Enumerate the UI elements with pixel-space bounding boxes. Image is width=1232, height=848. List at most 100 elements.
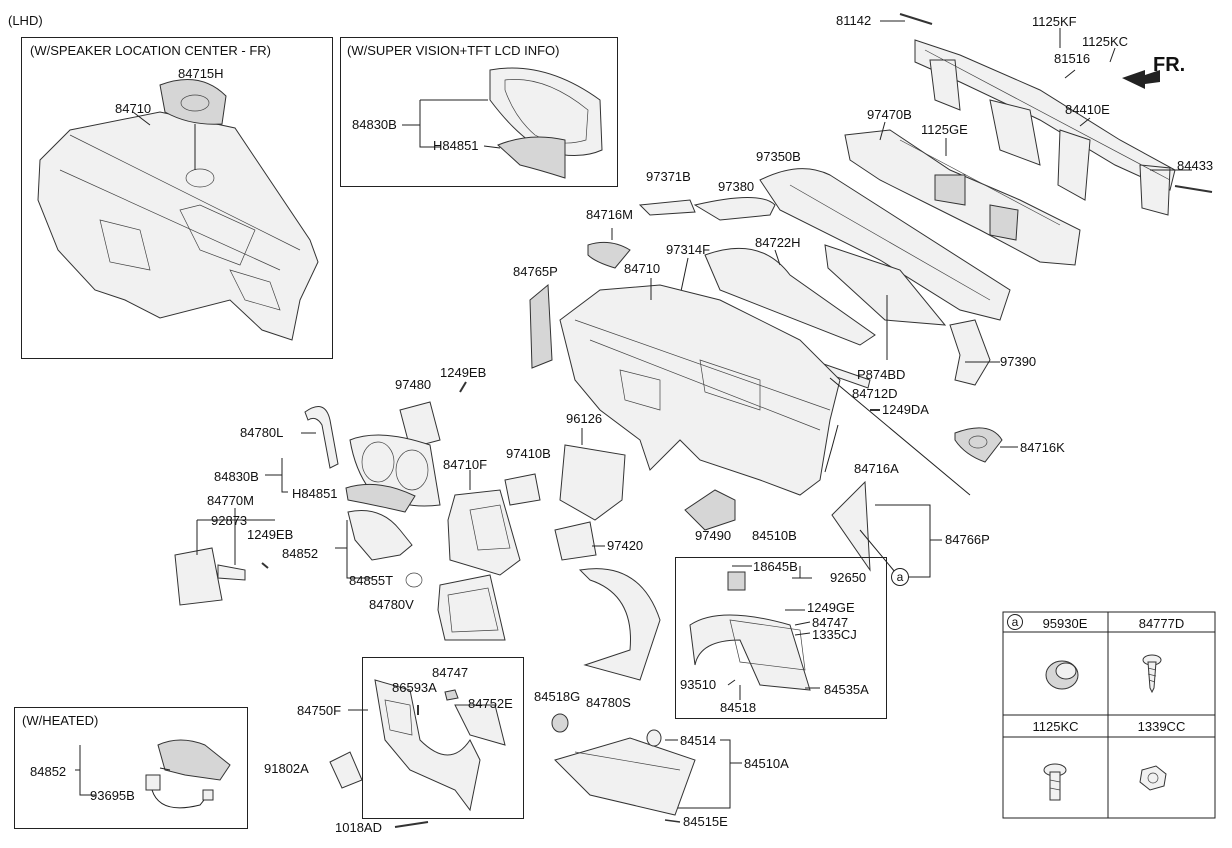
- legend-code: 1339CC: [1137, 719, 1186, 734]
- part-label: 84830B: [214, 469, 259, 484]
- glove-box-housing-84510B: [689, 614, 811, 691]
- part-label: 18645B: [753, 559, 798, 574]
- part-label: 84716A: [854, 461, 899, 476]
- dashboard-panel-speaker-variant: [37, 111, 319, 341]
- part-label: 1249GE: [807, 600, 855, 615]
- speaker-cover-84716M: [587, 241, 631, 269]
- lower-panel-84780V: [437, 574, 506, 641]
- glove-box-subassembly-box: [675, 557, 887, 719]
- part-label: 86593A: [392, 680, 437, 695]
- part-label: 84852: [30, 764, 67, 779]
- part-label: 84514: [680, 733, 717, 748]
- lower-crashpad-84750F: [374, 679, 481, 812]
- part-label: 84747: [432, 665, 469, 680]
- duct-97390: [949, 319, 991, 386]
- vent-97371B: [638, 199, 696, 216]
- side-grille-84765P: [529, 283, 553, 369]
- part-label: 91802A: [264, 761, 309, 776]
- cowl-crossmember: [914, 39, 1176, 216]
- cover-84722H: [704, 247, 876, 346]
- part-label: 84518: [720, 700, 757, 715]
- part-label: 97420: [607, 538, 644, 553]
- part-label: 97350B: [756, 149, 801, 164]
- part-label: 84765P: [513, 264, 558, 279]
- center-fascia-84710F: [447, 489, 521, 576]
- part-label: 97390: [1000, 354, 1037, 369]
- part-label: H84851: [292, 486, 338, 501]
- part-label: 84780L: [240, 425, 284, 440]
- part-label: 84852: [282, 546, 319, 561]
- switch-panel-84770M: [174, 547, 223, 606]
- cluster-trim-H84851: [345, 483, 416, 513]
- main-duct-97350B: [759, 168, 1011, 321]
- part-label: 84752E: [468, 696, 513, 711]
- bracket-84752E: [454, 704, 506, 746]
- legend-marker: a: [1007, 614, 1023, 630]
- bolt-icon: [1043, 763, 1067, 801]
- part-label: 92650: [830, 570, 867, 585]
- part-label: 84710: [115, 101, 152, 116]
- speaker-variant-title: (W/SPEAKER LOCATION CENTER - FR): [30, 43, 271, 58]
- panel-P874BD: [824, 244, 947, 326]
- callout-marker: a: [891, 568, 909, 586]
- defroster-duct: [844, 129, 1081, 266]
- legend-code: 95930E: [1042, 616, 1088, 631]
- side-cover-84766P: [831, 480, 871, 572]
- part-label: P874BD: [857, 367, 906, 382]
- part-label: 97470B: [867, 107, 912, 122]
- part-label: 84510A: [744, 756, 789, 771]
- bumper-84514: [646, 729, 662, 747]
- part-label: 1249EB: [247, 527, 294, 542]
- part-label: 84855T: [349, 573, 394, 588]
- part-label: 84410E: [1065, 102, 1110, 117]
- part-label: 84433: [1177, 158, 1214, 173]
- part-label: 84515E: [683, 814, 728, 829]
- part-label: 97314F: [666, 242, 711, 257]
- part-label: 92873: [211, 513, 248, 528]
- cluster-trim-supervision: [497, 136, 566, 179]
- part-label: 84710: [624, 261, 661, 276]
- part-label: 97410B: [506, 446, 551, 461]
- switch-18645B: [727, 571, 746, 591]
- vent-97420: [554, 521, 597, 561]
- clip-icon: [1045, 660, 1079, 690]
- cluster-housing-supervision: [489, 67, 603, 156]
- part-label: 84716K: [1020, 440, 1065, 455]
- dashboard-main-84710: [559, 284, 841, 496]
- heated-variant-box: [14, 707, 248, 829]
- speaker-variant-box: [21, 37, 333, 359]
- part-label: 1125KF: [1032, 14, 1077, 29]
- heated-variant-title: (W/HEATED): [22, 713, 99, 728]
- fr-arrow-icon: [1122, 70, 1160, 89]
- part-label: H84851: [433, 138, 479, 153]
- switch-92873: [217, 564, 246, 581]
- connector-93695B: [145, 774, 161, 791]
- legend-code: 1125KC: [1032, 719, 1079, 734]
- supervision-variant-title: (W/SUPER VISION+TFT LCD INFO): [347, 43, 560, 58]
- part-label: 84716M: [586, 207, 633, 222]
- direction-label: FR.: [1153, 54, 1186, 76]
- part-label: 84747: [812, 615, 849, 630]
- screw-icon: [1142, 654, 1162, 694]
- glove-box-84510A: [554, 737, 696, 816]
- damper-84518G: [551, 713, 569, 733]
- nut-icon: [1139, 765, 1167, 791]
- part-label: 1335CJ: [812, 627, 857, 642]
- part-label: 93695B: [90, 788, 135, 803]
- legend-table: [1002, 611, 1216, 819]
- part-label: 1249DA: [882, 402, 929, 417]
- part-label: 1018AD: [335, 820, 382, 835]
- part-label: 84710F: [443, 457, 488, 472]
- part-label: 84766P: [945, 532, 990, 547]
- vent-97480: [399, 401, 441, 449]
- part-label: 84750F: [297, 703, 342, 718]
- part-label: 81516: [1054, 51, 1091, 66]
- column-cover-84852: [347, 510, 413, 561]
- part-label: 84518G: [534, 689, 581, 704]
- vent-97410B: [504, 473, 541, 506]
- part-label: 84712D: [852, 386, 898, 401]
- clip-84747: [444, 689, 459, 701]
- part-label: 93510: [680, 677, 717, 692]
